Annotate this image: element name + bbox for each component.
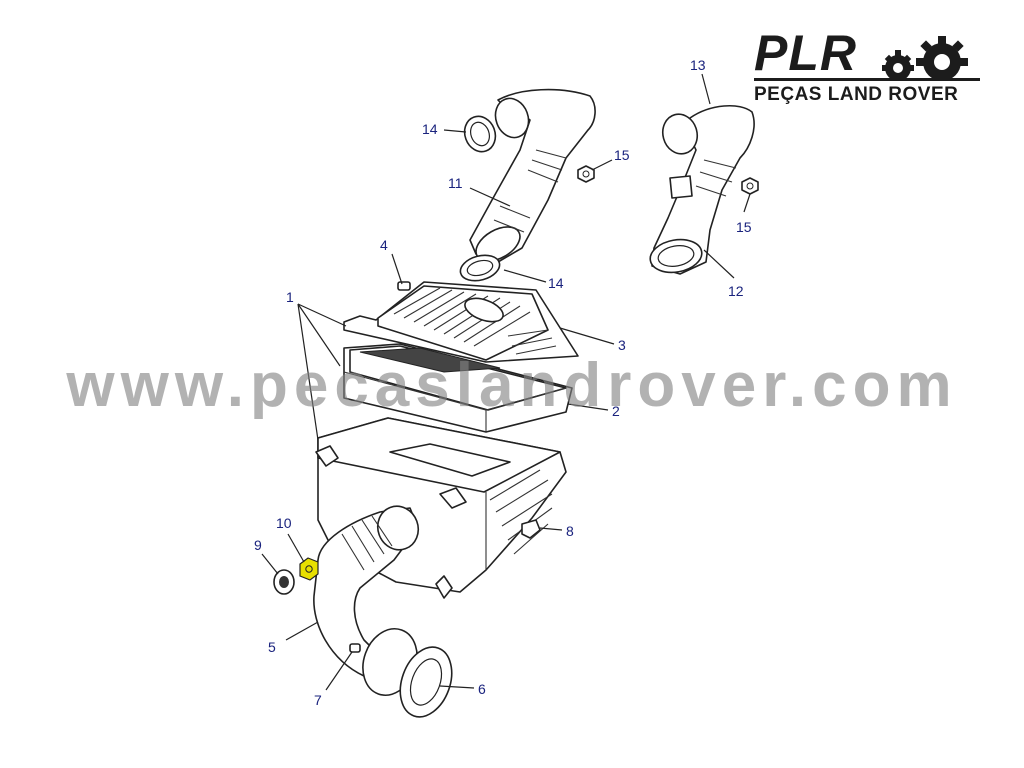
callout-10: 10	[276, 515, 292, 531]
part-2-filter-element[interactable]	[343, 343, 573, 433]
callout-labels: 1 2 3 4 5 6 7 8 9 10 11 12 13 14 14 15 1…	[254, 57, 752, 708]
part-7-screw[interactable]	[349, 643, 361, 653]
callout-1: 1	[286, 289, 294, 305]
part-10-nut-highlighted[interactable]	[299, 557, 319, 581]
callout-14-upper: 14	[422, 121, 438, 137]
part-4-pin[interactable]	[397, 281, 411, 291]
part-6-flange-seal[interactable]	[354, 621, 461, 724]
logo-divider	[754, 78, 980, 81]
callout-2: 2	[612, 403, 620, 419]
callout-7: 7	[314, 692, 322, 708]
part-11-intake-hose[interactable]	[469, 88, 596, 269]
callout-8: 8	[566, 523, 574, 539]
callout-9: 9	[254, 537, 262, 553]
callout-14-lower: 14	[548, 275, 564, 291]
logo-subtitle: PEÇAS LAND ROVER	[754, 84, 959, 105]
part-3-cover[interactable]	[343, 281, 579, 363]
callout-5: 5	[268, 639, 276, 655]
callout-12: 12	[728, 283, 744, 299]
part-14-hose-clamp-upper[interactable]	[460, 112, 501, 156]
leader-lines	[261, 73, 751, 691]
part-15-nut-upper[interactable]	[577, 165, 595, 183]
part-12-intake-hose-alt[interactable]	[648, 104, 755, 277]
gears-icon	[882, 36, 968, 80]
callout-15-upper: 15	[614, 147, 630, 163]
part-5-elbow-hose[interactable]	[313, 500, 424, 677]
watermark-url: www.pecaslandrover.com	[66, 351, 958, 420]
callout-13: 13	[690, 57, 706, 73]
plr-logo: PLR PEÇAS LAND ROVER	[754, 25, 984, 110]
part-15-nut-right[interactable]	[741, 177, 759, 195]
logo-main-text: PLR	[754, 25, 857, 81]
part-9-grommet[interactable]	[273, 569, 295, 595]
callout-3: 3	[618, 337, 626, 353]
part-8-fixing[interactable]	[521, 519, 541, 539]
callout-11: 11	[448, 175, 463, 191]
callout-4: 4	[380, 237, 388, 253]
callout-15-right: 15	[736, 219, 752, 235]
part-14-hose-clamp-lower[interactable]	[458, 251, 503, 285]
callout-6: 6	[478, 681, 486, 697]
